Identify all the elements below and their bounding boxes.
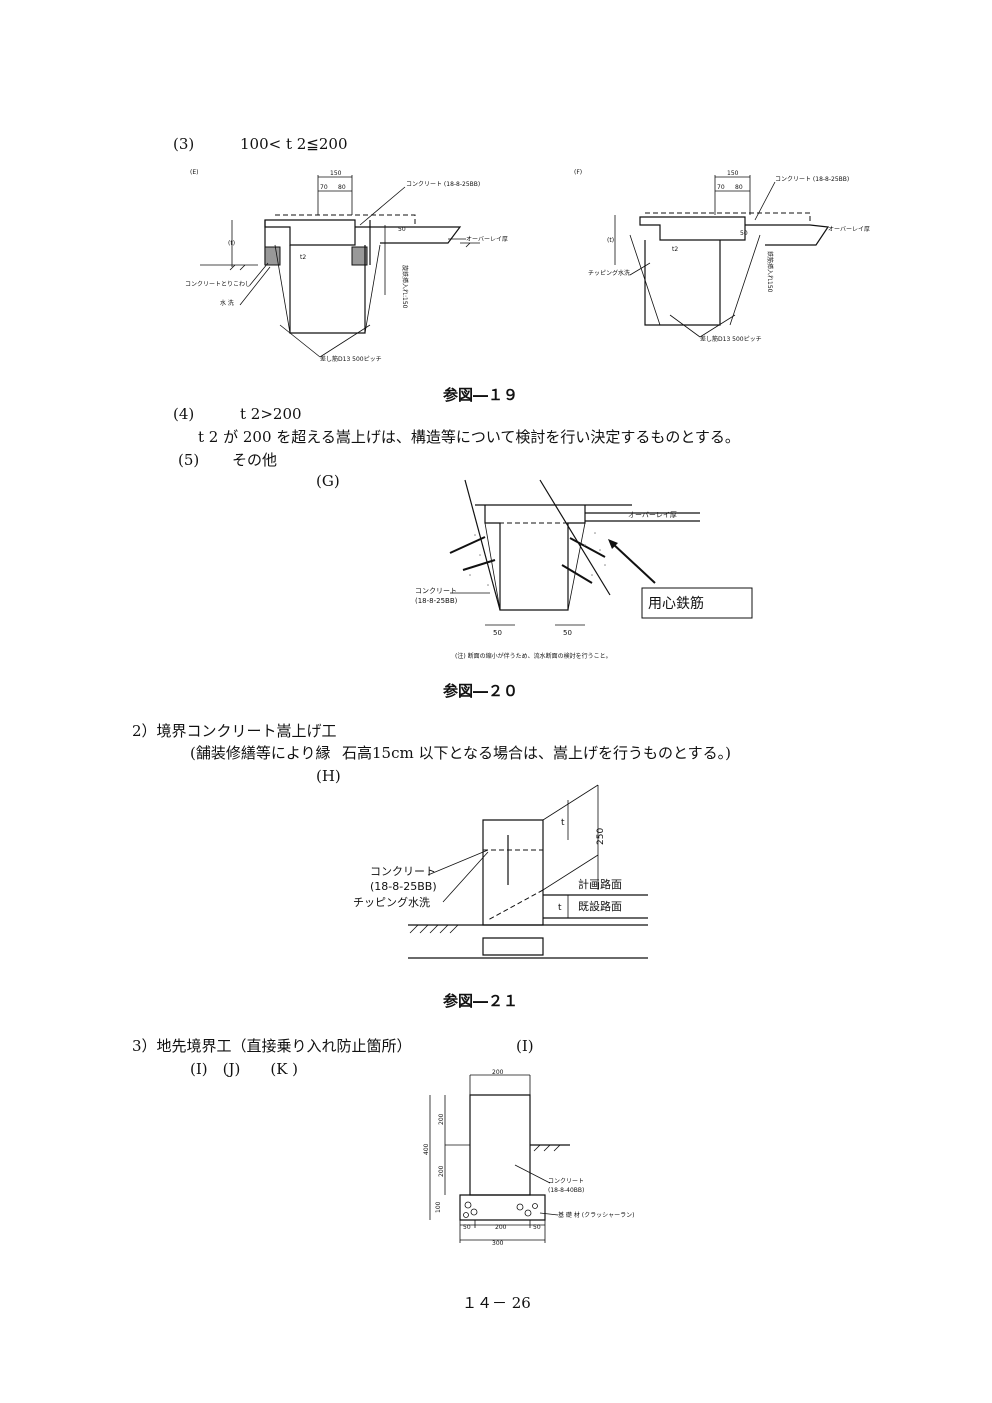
section-4-label: (4) [173, 405, 195, 423]
svg-text:(t): (t) [607, 237, 614, 244]
item-3-title: 3）地先境界工（直接乗り入れ防止箇所） [132, 1037, 412, 1055]
svg-text:150: 150 [330, 170, 342, 177]
svg-text:300: 300 [492, 1240, 504, 1247]
svg-text:水 洗: 水 洗 [220, 299, 234, 307]
svg-text:50: 50 [493, 629, 502, 637]
svg-text:150: 150 [727, 170, 739, 177]
svg-text:(18-8-40BB): (18-8-40BB) [548, 1187, 584, 1194]
svg-text:コンクリート (18-8-25BB): コンクリート (18-8-25BB) [775, 176, 849, 183]
figure-i: 200 400 200 200 100 コンクリート (18-8-40BB) 基… [423, 1069, 634, 1247]
svg-text:コンクリート: コンクリート [548, 1178, 584, 1185]
svg-text:(注) 断面の縮小が伴うため、流水断面の検討を行うこと。: (注) 断面の縮小が伴うため、流水断面の検討を行うこと。 [455, 652, 612, 660]
svg-text:(t): (t) [228, 240, 235, 247]
figure-g: オーバーレイ厚 コンクリート (18-8-25BB) 50 50 用心鉄筋 (注… [415, 479, 753, 660]
caption-21: 参図―２１ [443, 992, 519, 1010]
svg-text:50: 50 [463, 1224, 471, 1231]
svg-text:200: 200 [492, 1069, 504, 1076]
caption-19: 参図―１９ [443, 386, 519, 404]
section-5-text: その他 [232, 451, 278, 469]
fig-g-tag: (G) [316, 472, 340, 490]
svg-text:t2: t2 [672, 246, 678, 253]
svg-text:旋鉄挿入れ:150: 旋鉄挿入れ:150 [401, 265, 409, 309]
svg-text:コンクリートとりこわし: コンクリートとりこわし [185, 281, 251, 288]
caption-20: 参図―２０ [443, 682, 519, 700]
svg-text:オーバーレイ厚: オーバーレイ厚 [466, 236, 508, 243]
item-2-note-b: 石高 [342, 744, 373, 762]
svg-text:差し筋D13 500ピッチ: 差し筋D13 500ピッチ [320, 355, 382, 363]
svg-text:オーバーレイ厚: オーバーレイ厚 [828, 226, 870, 233]
svg-text:計画路面: 計画路面 [578, 877, 622, 891]
svg-text:t: t [561, 818, 565, 828]
svg-text:(F): (F) [574, 169, 582, 176]
section-4-text: t 2>200 [240, 405, 302, 423]
svg-text:鉄筋挿入れ150: 鉄筋挿入れ150 [766, 251, 774, 293]
svg-text:70: 70 [320, 184, 328, 191]
svg-text:50: 50 [563, 629, 572, 637]
svg-text:コンクリート: コンクリート [370, 865, 436, 878]
figure-f: (F) 150 70 80 コンクリート (18-8-25BB) オーバーレイ厚… [574, 169, 870, 343]
svg-text:コンクリート (18-8-25BB): コンクリート (18-8-25BB) [406, 181, 480, 188]
svg-text:250: 250 [596, 828, 606, 845]
section-3-label: (3) [173, 135, 195, 153]
svg-text:50: 50 [398, 226, 406, 233]
svg-text:400: 400 [423, 1143, 430, 1155]
svg-text:70: 70 [717, 184, 725, 191]
svg-text:200: 200 [438, 1113, 445, 1125]
svg-text:t: t [558, 903, 562, 913]
item-3-tag: (I) [516, 1037, 534, 1055]
svg-text:80: 80 [338, 184, 346, 191]
item-2-note-a: (舗装修繕等により縁 [190, 744, 331, 762]
callout-yojin-tekkin: 用心鉄筋 [648, 595, 704, 612]
svg-text:チッピング水洗: チッピング水洗 [353, 895, 430, 909]
fig-e-tag: (E) [190, 169, 198, 176]
figure-h: 250 t 計画路面 既設路面 t コンクリート (18-8-25BB) チッピ… [353, 784, 648, 959]
svg-text:既設路面: 既設路面 [578, 899, 622, 913]
svg-text:100: 100 [435, 1201, 442, 1213]
item-2-note-c: 15cm 以下となる場合は、嵩上げを行うものとする。) [372, 744, 731, 762]
page-number: １４－ 26 [462, 1294, 531, 1312]
svg-text:200: 200 [438, 1165, 445, 1177]
svg-text:差し筋D13 500ピッチ: 差し筋D13 500ピッチ [700, 335, 762, 343]
section-4-body: t 2 が 200 を超える嵩上げは、構造等について検討を行い決定するものとする… [198, 428, 740, 446]
section-5-label: (5) [178, 451, 200, 469]
svg-text:(18-8-25BB): (18-8-25BB) [415, 597, 458, 605]
svg-text:(18-8-25BB): (18-8-25BB) [370, 880, 437, 893]
fig-h-tag: (H) [316, 767, 341, 785]
section-3-text: 100< t 2≦200 [240, 135, 348, 153]
svg-text:チッピング水洗: チッピング水洗 [588, 269, 630, 277]
svg-text:200: 200 [495, 1224, 507, 1231]
svg-text:80: 80 [735, 184, 743, 191]
item-2-title: 2）境界コンクリート嵩上げ工 [132, 722, 337, 740]
svg-text:オーバーレイ厚: オーバーレイ厚 [628, 511, 677, 519]
svg-text:50: 50 [740, 230, 748, 237]
item-3-sub: (I) (J) (K ) [190, 1060, 299, 1078]
figure-e: (E) 150 70 80 コンクリート (18-8-25BB) オーバーレイ厚… [185, 169, 508, 363]
svg-text:基 礎 材 (クラッシャーラン): 基 礎 材 (クラッシャーラン) [558, 1211, 634, 1219]
svg-text:50: 50 [533, 1224, 541, 1231]
svg-text:コンクリート: コンクリート [415, 587, 457, 595]
svg-text:t2: t2 [300, 254, 306, 261]
